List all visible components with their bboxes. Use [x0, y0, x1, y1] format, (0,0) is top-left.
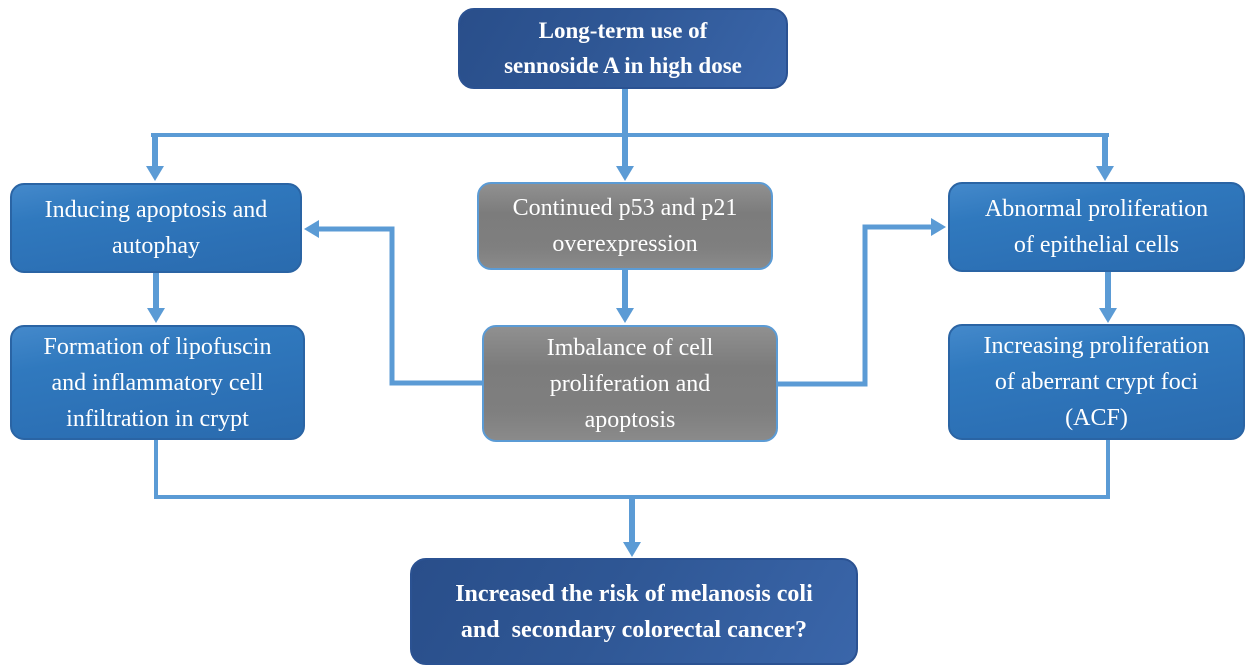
- connector-imbalance-to-abnormal: [775, 224, 932, 387]
- connector-imbalance-to-apoptosis: [318, 226, 483, 386]
- node-p53-p21-overexpression: Continued p53 and p21 overexpression: [477, 182, 773, 270]
- node-lipofuscin-formation: Formation of lipofuscin and inflammatory…: [10, 325, 305, 440]
- node-cancer-risk: Increased the risk of melanosis coli and…: [410, 558, 858, 665]
- node-long-term-use: Long-term use of sennoside A in high dos…: [458, 8, 788, 89]
- node-imbalance-proliferation-apoptosis: Imbalance of cell proliferation and apop…: [482, 325, 778, 442]
- node-abnormal-proliferation: Abnormal proliferation of epithelial cel…: [948, 182, 1245, 272]
- arrowhead-top-to-p53: [616, 166, 634, 181]
- arrowhead-imbalance-to-abnormal: [931, 218, 946, 236]
- arrowhead-apoptosis-to-lipofuscin: [147, 308, 165, 323]
- node-inducing-apoptosis: Inducing apoptosis and autophay: [10, 183, 302, 273]
- arrowhead-p53-to-imbalance: [616, 308, 634, 323]
- arrowhead-branch-left: [146, 166, 164, 181]
- node-acf-proliferation: Increasing proliferation of aberrant cry…: [948, 324, 1245, 440]
- arrowhead-branch-right: [1096, 166, 1114, 181]
- connector-merge-line: [154, 440, 1110, 499]
- arrowhead-merge-to-risk: [623, 542, 641, 557]
- arrowhead-imbalance-to-apoptosis: [304, 220, 319, 238]
- arrowhead-abnormal-to-acf: [1099, 308, 1117, 323]
